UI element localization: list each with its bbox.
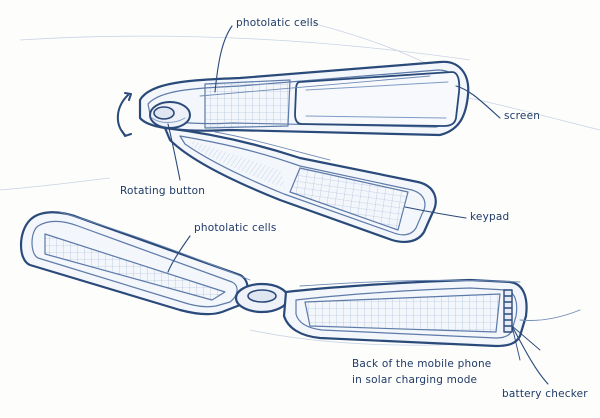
battery-checker-indicator bbox=[503, 289, 513, 333]
bottom-right-photocell-grid bbox=[304, 293, 501, 333]
label-battery-checker: battery checker bbox=[502, 388, 588, 400]
bottom-photocell-grid bbox=[44, 233, 226, 301]
rotation-arrow bbox=[116, 94, 129, 136]
leader-lines bbox=[167, 25, 549, 385]
leader-battery-checker bbox=[511, 325, 549, 385]
bottom-phone bbox=[19, 211, 581, 348]
leader-photocells-bottom bbox=[167, 235, 191, 273]
screen-display bbox=[294, 71, 461, 127]
top-phone bbox=[116, 60, 470, 243]
leader-screen bbox=[455, 85, 501, 119]
keypad-grid bbox=[289, 167, 409, 231]
leader-photocells-top bbox=[214, 25, 233, 93]
top-photocell-grid bbox=[204, 79, 291, 129]
label-photocells-bottom: photolatic cells bbox=[194, 222, 277, 234]
label-rotating-button: Rotating button bbox=[120, 185, 206, 197]
leader-rotating-button bbox=[167, 123, 181, 181]
label-back-line2: in solar charging mode bbox=[352, 374, 478, 386]
leader-keypad bbox=[404, 206, 467, 219]
label-photocells-top: photolatic cells bbox=[236, 17, 319, 29]
label-keypad: keypad bbox=[470, 211, 510, 223]
label-screen: screen bbox=[504, 110, 541, 122]
label-back-line1: Back of the mobile phone bbox=[352, 358, 492, 370]
